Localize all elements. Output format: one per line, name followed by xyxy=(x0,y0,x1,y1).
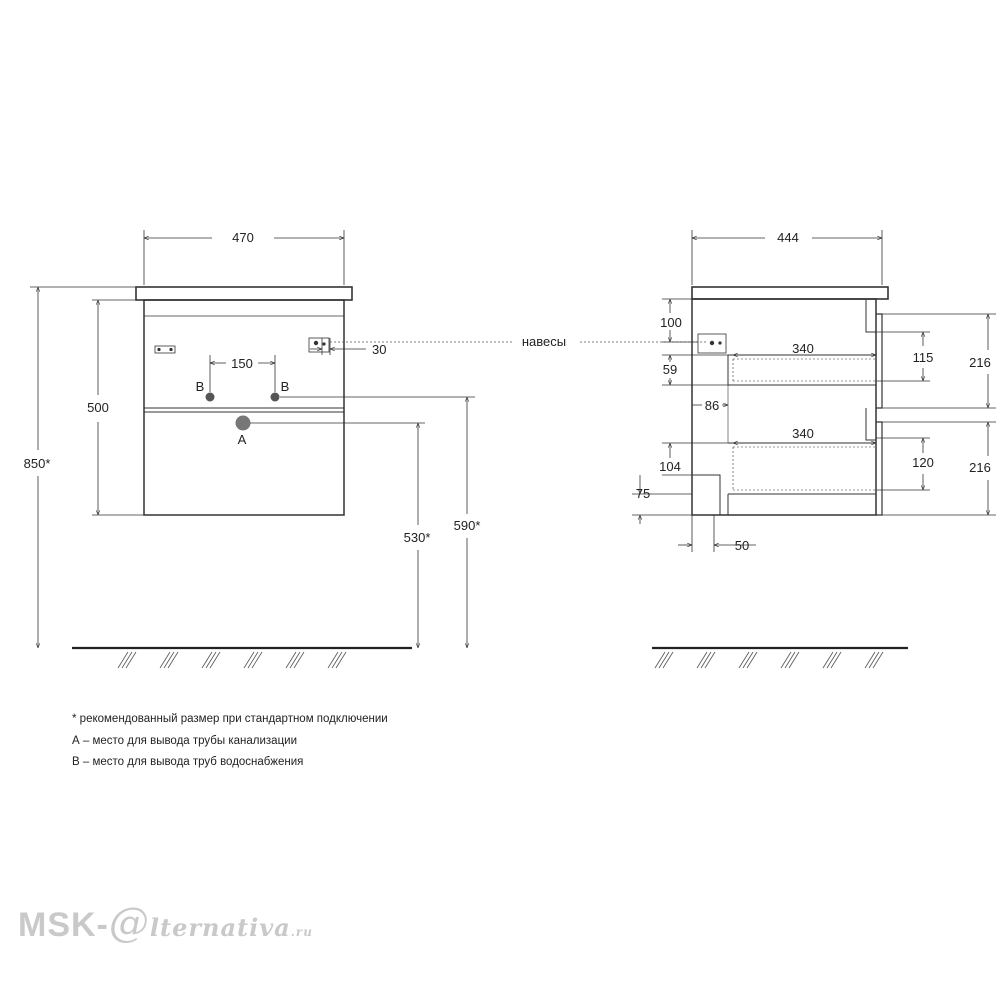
watermark-domain: .ru xyxy=(290,925,313,939)
floor-hatch xyxy=(159,651,171,669)
front-water-height-label: 590* xyxy=(454,518,481,533)
front-drain-height-label: 530* xyxy=(404,530,431,545)
front-label-b-left: B xyxy=(196,379,205,394)
side-dim-75-label: 75 xyxy=(636,486,650,501)
floor-hatch xyxy=(704,651,716,669)
front-hanger-right xyxy=(308,337,330,353)
floor-hatch xyxy=(285,651,297,669)
floor-hatch xyxy=(872,651,884,669)
side-floor xyxy=(652,646,908,669)
front-body-height-label: 500 xyxy=(87,400,109,415)
water-outlet-left-icon xyxy=(205,392,215,402)
floor-hatch xyxy=(780,651,792,669)
note-recommended: * рекомендованный размер при стандартном… xyxy=(72,713,388,725)
side-dim-50-label: 50 xyxy=(735,538,749,553)
watermark-left: MSK- xyxy=(18,906,109,944)
floor-hatch xyxy=(662,651,674,669)
floor-hatch xyxy=(289,651,301,669)
water-outlet-right-icon xyxy=(270,392,280,402)
side-top-offset-label: 100 xyxy=(660,315,682,330)
floor-hatch xyxy=(117,651,129,669)
floor-hatch xyxy=(738,651,750,669)
side-drawer1-depth-label: 340 xyxy=(792,341,814,356)
floor-hatch xyxy=(327,651,339,669)
floor-hatch xyxy=(788,651,800,669)
floor-hatch xyxy=(784,651,796,669)
floor-hatch xyxy=(125,651,137,669)
side-dim-86-label: 86 xyxy=(705,398,719,413)
side-dim-59-label: 59 xyxy=(663,362,677,377)
floor-hatch xyxy=(167,651,179,669)
hangers-label: навесы xyxy=(522,334,566,349)
floor-hatch xyxy=(742,651,754,669)
floor-hatch xyxy=(335,651,347,669)
floor-hatch xyxy=(247,651,259,669)
floor-hatch xyxy=(868,651,880,669)
side-dim-104-label: 104 xyxy=(659,459,681,474)
floor-hatch xyxy=(826,651,838,669)
front-label-a: A xyxy=(238,432,247,447)
floor-hatch xyxy=(654,651,666,669)
watermark-at-icon: @ xyxy=(108,900,150,946)
side-cabinet-body xyxy=(691,298,877,516)
side-hanger xyxy=(697,333,727,354)
note-drain: А – место для вывода трубы канализации xyxy=(72,735,298,747)
floor-hatch xyxy=(696,651,708,669)
side-facade1-height-label: 216 xyxy=(969,355,991,370)
side-facade2-height-label: 216 xyxy=(969,460,991,475)
front-total-height-label: 850* xyxy=(24,456,51,471)
watermark-right: lternativa xyxy=(149,913,291,942)
watermark-logo: MSK-@lternativa.ru xyxy=(18,900,313,946)
front-hanger-left xyxy=(154,345,176,354)
floor-hatch xyxy=(201,651,213,669)
side-dim-115-label: 115 xyxy=(913,350,934,365)
floor-hatch xyxy=(205,651,217,669)
side-view xyxy=(691,286,889,516)
side-countertop xyxy=(691,286,889,300)
side-depth-label: 444 xyxy=(777,230,799,245)
note-water: В – место для вывода труб водоснабжения xyxy=(72,756,304,768)
floor-hatch xyxy=(163,651,175,669)
floor-hatch xyxy=(243,651,255,669)
front-hanger-offset-label: 30 xyxy=(372,342,386,357)
floor-hatch xyxy=(121,651,133,669)
floor-hatch xyxy=(293,651,305,669)
side-drawer2-depth-label: 340 xyxy=(792,426,814,441)
front-floor xyxy=(72,646,412,669)
front-pipe-spacing-label: 150 xyxy=(231,356,253,371)
floor-hatch xyxy=(658,651,670,669)
floor-hatch xyxy=(746,651,758,669)
floor-hatch xyxy=(864,651,876,669)
front-countertop xyxy=(135,286,353,301)
floor-hatch xyxy=(822,651,834,669)
floor-hatch xyxy=(331,651,343,669)
side-dim-120-label: 120 xyxy=(912,455,934,470)
front-width-label: 470 xyxy=(232,230,254,245)
drain-outlet-icon xyxy=(235,415,251,431)
floor-hatch xyxy=(251,651,263,669)
floor-hatch xyxy=(209,651,221,669)
floor-hatch xyxy=(830,651,842,669)
front-label-b-right: B xyxy=(281,379,290,394)
front-view xyxy=(135,286,353,516)
floor-hatch xyxy=(700,651,712,669)
